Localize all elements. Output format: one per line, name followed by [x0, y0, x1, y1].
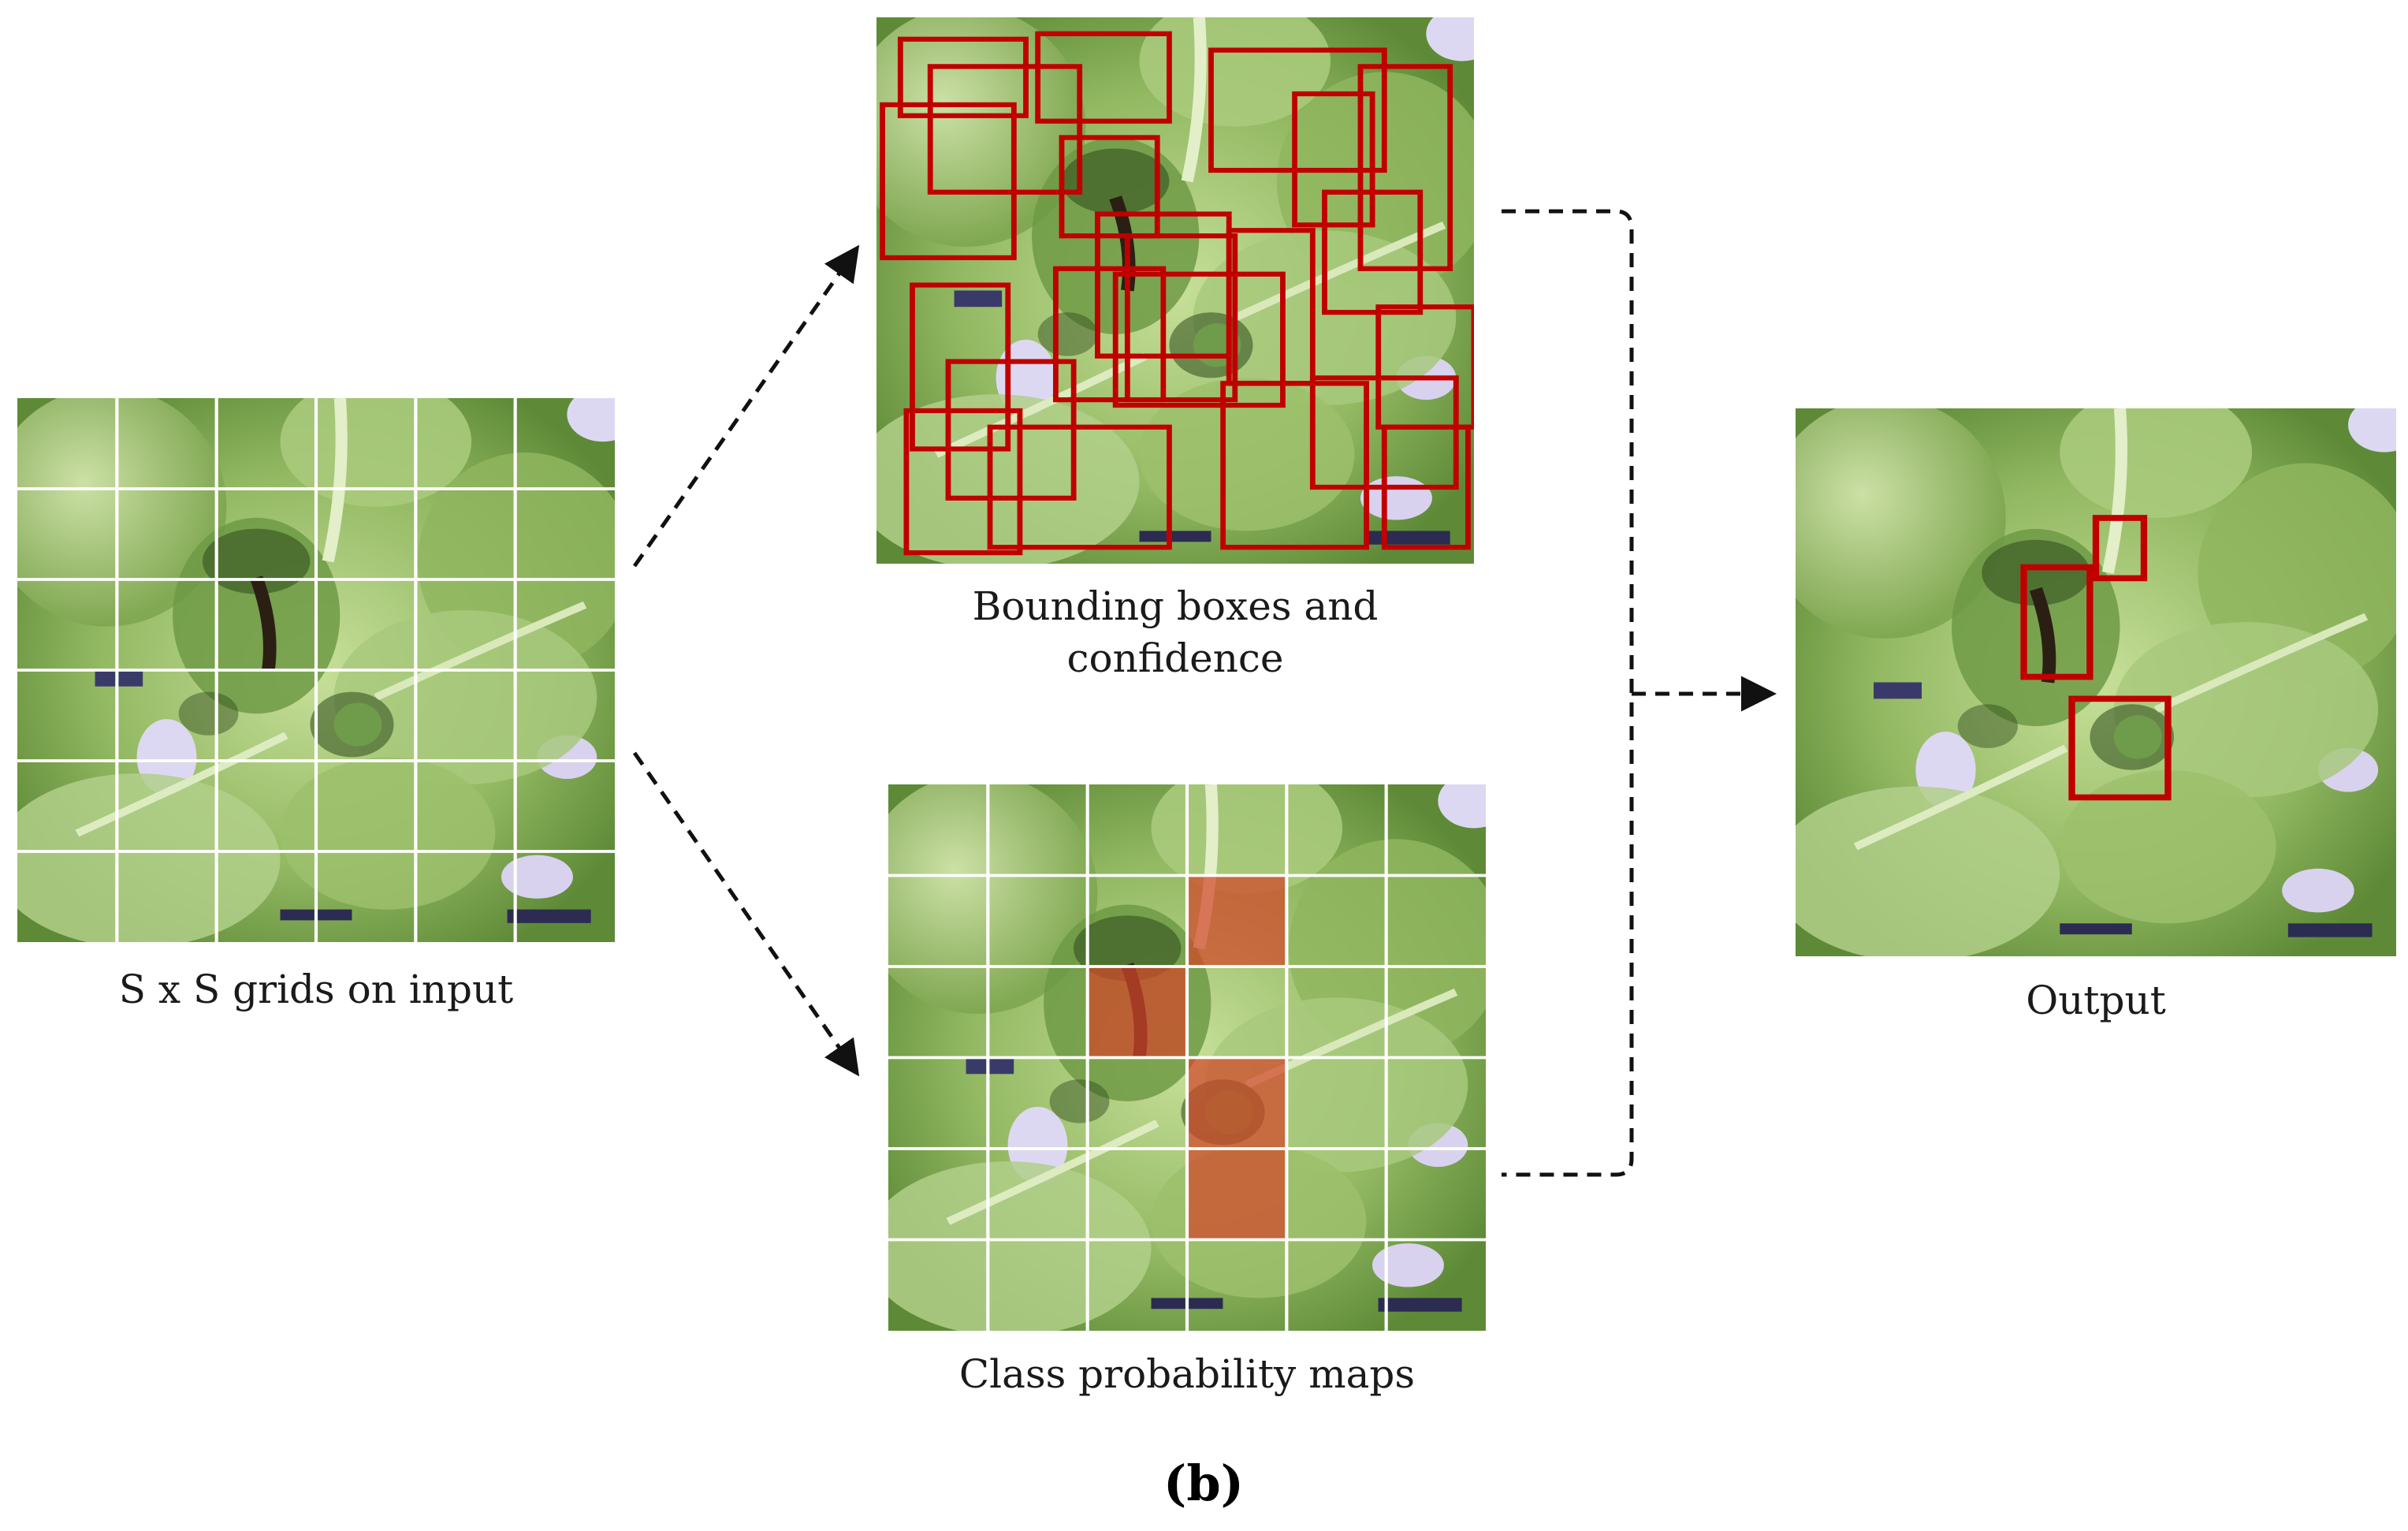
- bounding-box: [987, 424, 1172, 550]
- bounding-box: [1357, 64, 1453, 271]
- bounding-box: [1052, 266, 1167, 403]
- bounding-box: [945, 359, 1077, 501]
- detection-box: [2020, 564, 2094, 680]
- highlighted-cells: [1087, 875, 1287, 1240]
- grid-overlay: [17, 398, 615, 942]
- bounding-box: [1220, 381, 1369, 550]
- highlighted-cell: [1187, 1057, 1287, 1149]
- detection-box: [2068, 695, 2172, 801]
- input-grid-image: [17, 398, 615, 942]
- bounding-box: [903, 408, 1023, 556]
- bounding-box: [910, 282, 1011, 452]
- bounding-box: [1035, 31, 1172, 124]
- bbox-caption-line2: confidence: [1066, 635, 1284, 681]
- arrow-to-class-map: [632, 751, 860, 1077]
- bounding-box: [1292, 91, 1375, 228]
- bounding-box: [1208, 47, 1387, 173]
- bounding-box: [1112, 271, 1286, 408]
- bounding-box: [927, 64, 1083, 195]
- bounding-box: [897, 36, 1029, 118]
- highlighted-cell: [1187, 1149, 1287, 1240]
- detections: [2020, 515, 2172, 801]
- bounding-box: [1381, 424, 1471, 550]
- arrow-to-bounding-boxes: [632, 244, 860, 568]
- detection-box: [2092, 515, 2148, 582]
- highlighted-cell: [1187, 875, 1287, 967]
- bounding-box: [1059, 135, 1160, 239]
- output-caption: Output: [2026, 978, 2166, 1023]
- bounding-boxes-image: [876, 17, 1474, 564]
- bounding-box: [880, 102, 1017, 261]
- bounding-box: [1124, 233, 1238, 403]
- connector-from-bounding-boxes: [1502, 209, 1634, 1177]
- output-image: [1796, 408, 2396, 956]
- class-map-caption: Class probability maps: [958, 1351, 1416, 1397]
- bounding-box: [1322, 189, 1424, 315]
- grid-overlay: [888, 784, 1486, 1331]
- highlighted-cell: [1087, 967, 1187, 1058]
- input-caption: S x S grids on input: [118, 967, 514, 1012]
- bbox-caption-line1: Bounding boxes and: [972, 583, 1379, 629]
- subfigure-label: (b): [1163, 1455, 1245, 1512]
- class-probability-map-image: [888, 784, 1486, 1331]
- bounding-box-set: [880, 31, 1474, 556]
